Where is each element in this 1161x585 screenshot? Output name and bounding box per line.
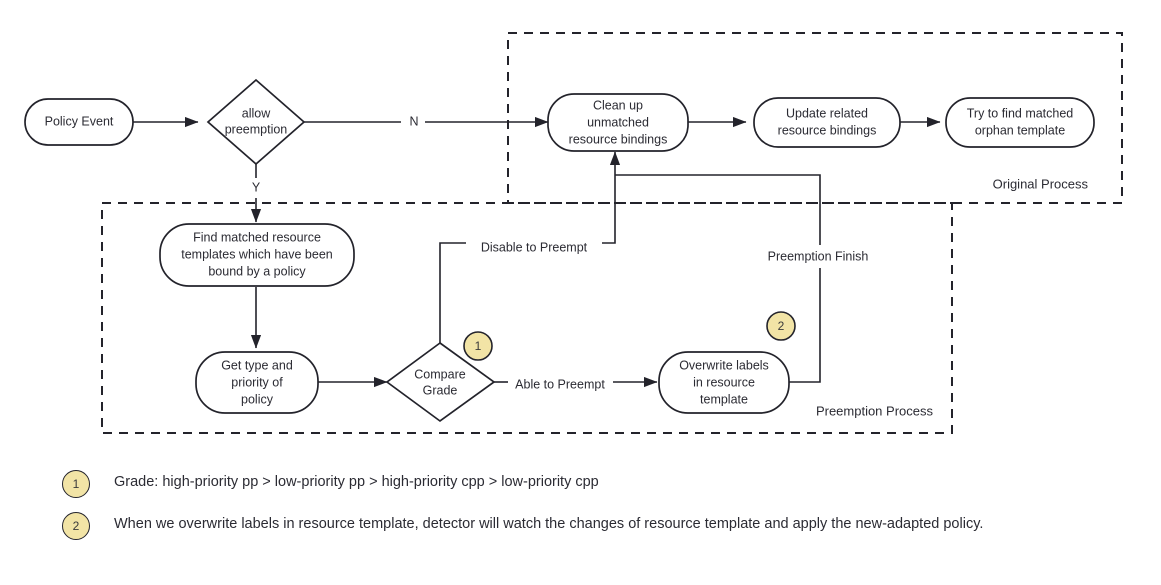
node-allow-preemption[interactable] (206, 78, 306, 166)
footnote-item: 2 When we overwrite labels in resource t… (62, 512, 1092, 540)
edge-label-no: N (409, 114, 418, 128)
footnote-1-badge: 1 (62, 470, 90, 498)
footnote-1-text: Grade: high-priority pp > low-priority p… (114, 474, 599, 490)
edge-preemption-finish (789, 268, 821, 383)
node-find-matched-resource-templates[interactable] (159, 223, 355, 287)
footnotes-section: 1 Grade: high-priority pp > low-priority… (62, 470, 1092, 554)
footnote-2-badge: 2 (62, 512, 90, 540)
node-get-type-line-1: priority of (231, 375, 283, 389)
edge-label-able-to-preempt: Able to Preempt (515, 377, 605, 391)
container-preemption-process-label: Preemption Process (816, 403, 934, 418)
node-compare-grade-line-1: Grade (423, 383, 458, 397)
edge-preemption-finish-cont (615, 174, 821, 245)
node-clean-up-unmatched-resource-bindings[interactable] (547, 93, 689, 152)
badge-2-circle[interactable] (766, 311, 796, 341)
edge-disable-to-preempt-cont (602, 151, 621, 244)
footnote-2-text: When we overwrite labels in resource tem… (114, 516, 984, 532)
node-allow-preemption-line-0: allow (242, 106, 271, 120)
node-overwrite-labels-line-1: in resource (693, 375, 755, 389)
node-update-related-resource-bindings[interactable] (753, 97, 901, 148)
node-policy-event-line-0: Policy Event (45, 114, 114, 128)
container-preemption-process (101, 202, 953, 434)
node-try-to-find-matched-orphan-template[interactable] (945, 97, 1095, 148)
node-find-matched-line-0: Find matched resource (193, 230, 321, 244)
node-policy-event[interactable] (24, 98, 134, 146)
node-clean-up-line-2: resource bindings (569, 132, 668, 146)
edge-label-disable-to-preempt: Disable to Preempt (481, 240, 588, 254)
badge-1-label: 1 (475, 339, 482, 353)
node-allow-preemption-line-1: preemption (225, 122, 288, 136)
edge-disable-to-preempt (439, 242, 466, 348)
node-try-to-find-line-1: orphan template (975, 123, 1065, 137)
node-compare-grade-line-0: Compare (414, 367, 465, 381)
node-update-related-line-0: Update related (786, 106, 868, 120)
node-get-type-and-priority-of-policy[interactable] (195, 351, 319, 414)
node-overwrite-labels-in-resource-template[interactable] (658, 351, 790, 414)
node-overwrite-labels-line-2: template (700, 392, 748, 406)
badge-2-label: 2 (778, 319, 785, 333)
badge-1-circle[interactable] (463, 331, 493, 361)
node-find-matched-line-2: bound by a policy (208, 264, 306, 278)
edge-label-preemption-finish: Preemption Finish (768, 249, 869, 263)
node-try-to-find-line-0: Try to find matched (967, 106, 1074, 120)
edge-label-yes: Y (252, 180, 261, 194)
footnote-item: 1 Grade: high-priority pp > low-priority… (62, 470, 1092, 498)
node-find-matched-line-1: templates which have been (181, 247, 333, 261)
node-update-related-line-1: resource bindings (778, 123, 877, 137)
node-clean-up-line-0: Clean up (593, 98, 643, 112)
container-original-process-label: Original Process (993, 176, 1089, 191)
node-compare-grade[interactable] (385, 341, 496, 423)
node-overwrite-labels-line-0: Overwrite labels (679, 358, 769, 372)
node-clean-up-line-1: unmatched (587, 115, 649, 129)
node-get-type-line-0: Get type and (221, 358, 293, 372)
node-get-type-line-2: policy (241, 392, 274, 406)
